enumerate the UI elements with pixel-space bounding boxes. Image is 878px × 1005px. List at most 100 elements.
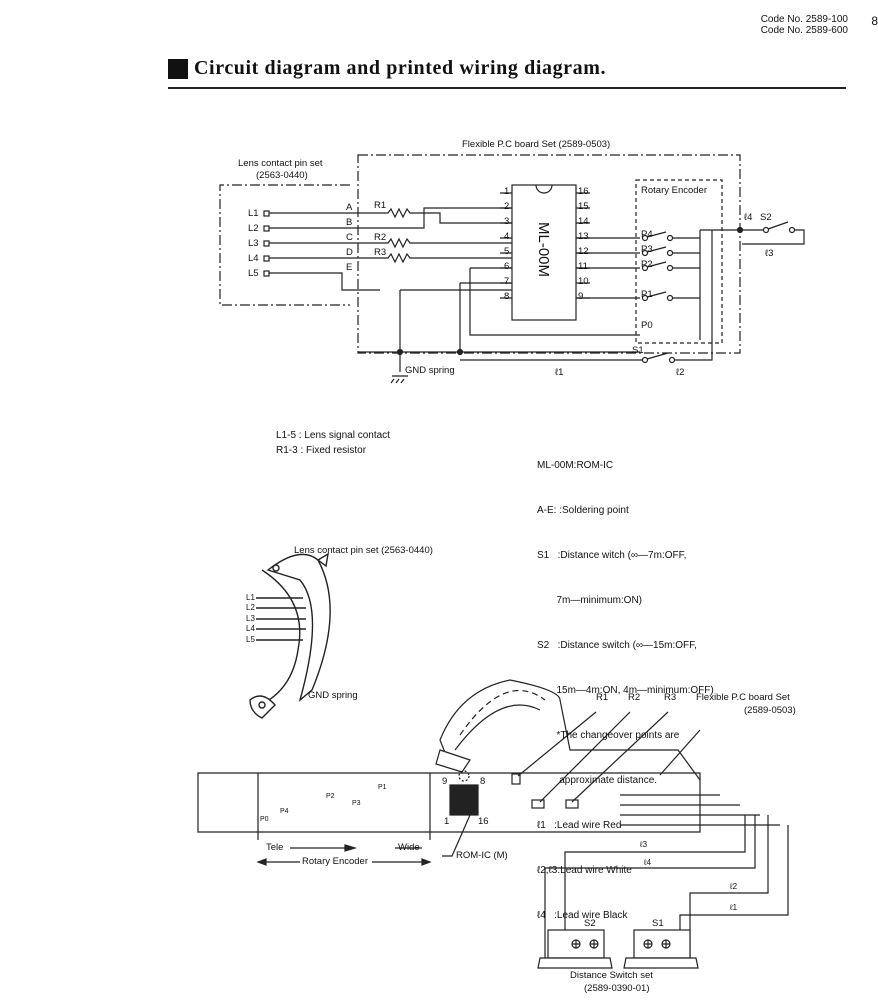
- legend-item: 7m—minimum:ON): [537, 595, 643, 606]
- legend-item: approximate distance.: [537, 775, 658, 786]
- pin-drawing-gnd: GND spring: [308, 690, 358, 701]
- page-title-text: Circuit diagram and printed wiring diagr…: [194, 57, 607, 79]
- lens-contact-wires: [263, 210, 380, 291]
- legend-item: ℓ4 :Lead wire Black: [537, 910, 628, 921]
- switch-set-label: Distance Switch set: [570, 970, 653, 981]
- wiring-r1: R1: [596, 692, 609, 703]
- ic-pin-9: 9: [442, 776, 448, 787]
- pin-1: 1: [504, 186, 510, 197]
- solder-a: A: [346, 202, 353, 213]
- pin-8: 8: [504, 291, 510, 302]
- pin-15: 15: [578, 201, 589, 212]
- wire-l3: ℓ3: [765, 248, 774, 259]
- legend-item: ML-00M:ROM-IC: [537, 460, 614, 471]
- pin-6: 6: [504, 261, 510, 272]
- solder-c: C: [346, 232, 353, 243]
- encoder-p1: P1: [641, 289, 653, 300]
- legend-item: S1 :Distance witch (∞—7m:OFF,: [537, 550, 687, 561]
- resistor-r3: R3: [374, 247, 387, 258]
- pin-11: 11: [578, 261, 588, 272]
- code-number-1: Code No. 2589-100: [760, 14, 848, 25]
- title-square-icon: [168, 58, 188, 79]
- wiring-flex-label: Flexible P.C board Set: [696, 692, 790, 703]
- tele-label: Tele: [266, 842, 284, 853]
- switch-s1-drawing-label: S1: [652, 918, 664, 929]
- title-rule: [168, 87, 846, 89]
- wide-label: Wide: [398, 842, 420, 853]
- switch-s1-label: S1: [632, 345, 644, 356]
- page-title: Circuit diagram and printed wiring diagr…: [168, 57, 606, 80]
- ic-label: ML-00M: [535, 222, 552, 278]
- switch-s2-drawing-label: S2: [584, 918, 596, 929]
- pin-9: 9: [578, 291, 584, 302]
- pin-l5: L5: [246, 635, 255, 644]
- wiring-drawing: [197, 679, 789, 969]
- pin-l3: L3: [246, 614, 255, 623]
- pin-set-outline: [219, 184, 350, 306]
- legend-item: A-E: :Soldering point: [537, 505, 629, 516]
- contact-l3: L3: [248, 238, 259, 249]
- pad-p4: P4: [280, 808, 289, 815]
- ic-pin-16: 16: [478, 816, 489, 827]
- pin-l1: L1: [246, 593, 255, 602]
- encoder-p0: P0: [641, 320, 653, 331]
- switch-s2-label: S2: [760, 212, 772, 223]
- ic-pin-1: 1: [444, 816, 450, 827]
- encoder-p2: P2: [641, 259, 653, 270]
- resistor-r1: R1: [374, 200, 387, 211]
- pin-3: 3: [504, 216, 510, 227]
- pin-5: 5: [504, 246, 510, 257]
- pin-13: 13: [578, 231, 589, 242]
- contact-l5: L5: [248, 268, 259, 279]
- flex-board-outline: [357, 154, 741, 354]
- wire-label-l2: ℓ2: [730, 882, 738, 891]
- switch-s2: [736, 221, 805, 245]
- contact-l2: L2: [248, 223, 259, 234]
- encoder-p4: P4: [641, 229, 653, 240]
- rotary-encoder-label: Rotary Encoder: [641, 185, 708, 196]
- pin-12: 12: [578, 246, 589, 257]
- legend-item: ℓ2,ℓ3:Lead wire White: [537, 865, 632, 876]
- solder-d: D: [346, 247, 353, 258]
- pin-set-label: Lens contact pin set: [238, 158, 323, 169]
- pad-p1: P1: [378, 784, 387, 791]
- wire-label-l1: ℓ1: [730, 903, 738, 912]
- legend-left: L1-5 : Lens signal contact R1-3 : Fixed …: [276, 428, 390, 458]
- pin-2: 2: [504, 201, 510, 212]
- pin-14: 14: [578, 216, 589, 227]
- wire-l1: ℓ1: [555, 367, 564, 378]
- wire-l2: ℓ2: [676, 367, 685, 378]
- flex-board-label: Flexible P.C board Set (2589-0503): [462, 139, 611, 150]
- pad-p0: P0: [260, 816, 269, 823]
- wiring-flex-code: (2589-0503): [744, 705, 796, 716]
- legend-item: L1-5 : Lens signal contact: [276, 430, 390, 441]
- encoder-p3: P3: [641, 244, 653, 255]
- pin-4: 4: [504, 231, 510, 242]
- ic-pin-8: 8: [480, 776, 486, 787]
- pin-drawing-label: Lens contact pin set (2563-0440): [294, 545, 433, 556]
- pin-7: 7: [504, 276, 510, 287]
- gnd-spring-label: GND spring: [405, 365, 455, 376]
- pin-set-code: (2563-0440): [256, 170, 308, 181]
- page-number: 8: [871, 14, 878, 28]
- pin-16: 16: [578, 186, 589, 197]
- gnd-bus: [358, 230, 713, 384]
- legend-item: ℓ1 :Lead wire Red: [537, 820, 622, 831]
- code-number-2: Code No. 2589-600: [760, 25, 848, 36]
- wire-label-l4: ℓ4: [644, 858, 652, 867]
- pin-l4: L4: [246, 624, 255, 633]
- encoder-wires: [399, 229, 738, 352]
- wire-l4: ℓ4: [744, 212, 753, 223]
- legend-right: ML-00M:ROM-IC A-E: :Soldering point S1 :…: [537, 428, 714, 938]
- legend-item: S2 :Distance switch (∞—15m:OFF,: [537, 640, 697, 651]
- wire-label-l3: ℓ3: [640, 840, 648, 849]
- legend-item: R1-3 : Fixed resistor: [276, 445, 367, 456]
- pad-p3: P3: [352, 800, 361, 807]
- pin-set-drawing: [249, 552, 331, 719]
- wiring-r2: R2: [628, 692, 641, 703]
- switch-set-code: (2589-0390-01): [584, 983, 650, 994]
- contact-l4: L4: [248, 253, 259, 264]
- solder-b: B: [346, 217, 353, 228]
- pad-p2: P2: [326, 793, 335, 800]
